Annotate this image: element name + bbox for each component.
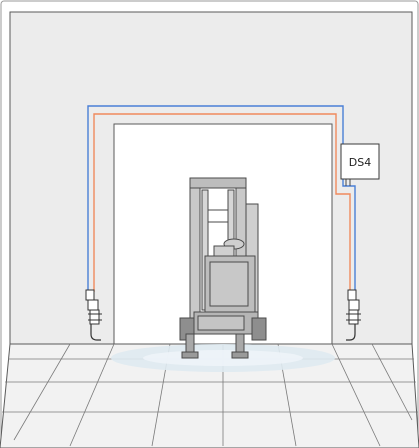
ds4-controller: DS4 <box>340 143 380 180</box>
sensor-icon <box>346 289 361 341</box>
cable-orange <box>93 113 351 292</box>
ds4-label: DS4 <box>349 156 371 169</box>
forklift-icon <box>179 177 267 359</box>
sensor-icon <box>85 289 102 341</box>
floor <box>0 343 419 448</box>
